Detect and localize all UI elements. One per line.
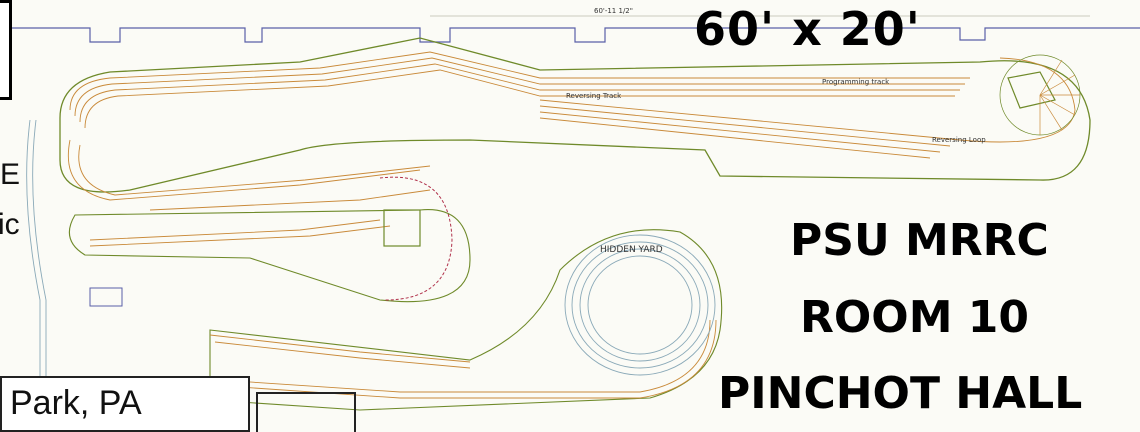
programming-track-note: Programming track	[822, 78, 890, 86]
reversing-track-note: Reversing Track	[566, 92, 622, 100]
red-loop-track	[379, 176, 453, 301]
building-label: PINCHOT HALL	[718, 368, 1083, 419]
adjacent-box	[256, 392, 356, 432]
dimension-text: 60'-11 1/2"	[594, 7, 633, 15]
turntable	[999, 54, 1081, 136]
left-frame-fragment	[0, 0, 12, 100]
left-text-fragment-1: E	[0, 158, 21, 191]
main-tracks	[67, 51, 1076, 399]
benchwork-lower	[209, 229, 723, 411]
club-name-label: PSU MRRC	[790, 215, 1049, 266]
access-hatch	[383, 209, 421, 247]
room-dimensions-title: 60' x 20'	[694, 2, 921, 56]
room-wall	[10, 27, 1140, 43]
control-panel	[89, 287, 123, 307]
location-text: Park, PA	[10, 384, 142, 422]
room-label: ROOM 10	[800, 292, 1030, 343]
hidden-yard-tracks	[26, 119, 716, 380]
hidden-yard-label: HIDDEN YARD	[600, 245, 663, 255]
reversing-loop-note: Reversing Loop	[932, 136, 986, 144]
location-box: Park, PA	[0, 376, 250, 432]
benchwork-inner	[68, 209, 471, 303]
left-text-fragment-2: ic	[0, 208, 20, 241]
benchwork-outline	[59, 37, 1091, 193]
